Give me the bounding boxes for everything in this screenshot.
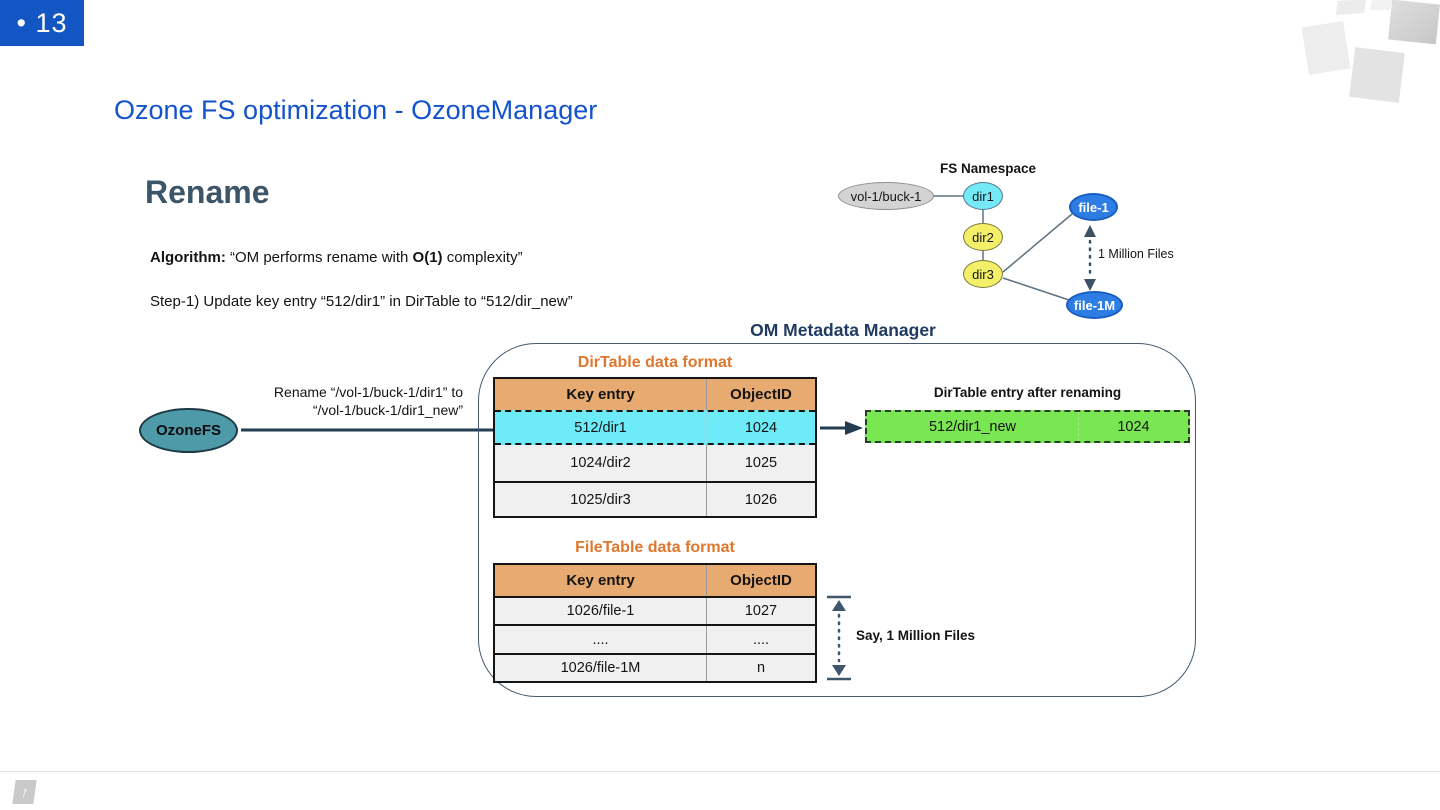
say-million-files-label: Say, 1 Million Files (856, 628, 976, 643)
node-bucket: vol-1/buck-1 (838, 182, 934, 210)
section-heading: Rename (145, 174, 270, 210)
filetable-row: .... .... (495, 624, 815, 653)
filetable-row: 1026/file-1M n (495, 653, 815, 681)
dirtable-cell: 512/dir1 (495, 412, 707, 443)
algorithm-line: Algorithm: “OM performs rename with O(1)… (150, 249, 523, 266)
algorithm-label: Algorithm: (150, 249, 226, 266)
filetable: Key entry ObjectID 1026/file-1 1027 ....… (493, 563, 817, 683)
fs-namespace-title: FS Namespace (939, 161, 1037, 176)
slide-title: Ozone FS optimization - OzoneManager (114, 95, 598, 125)
brand-logo-shape (1301, 21, 1351, 75)
dirtable-row-highlighted: 512/dir1 1024 (495, 410, 815, 445)
dirtable-header-row: Key entry ObjectID (495, 379, 815, 410)
up-arrow-icon: ↑ (18, 782, 31, 802)
dirtable-cell: 1025/dir3 (495, 483, 707, 516)
dirtable-header-key: Key entry (495, 379, 707, 410)
filetable-cell: n (756, 660, 766, 676)
algorithm-text-pre: “OM performs rename with (225, 249, 413, 266)
node-dir1: dir1 (963, 182, 1003, 210)
ozonefs-node: OzoneFS (139, 408, 238, 453)
rename-arrow-label: Rename “/vol-1/buck-1/dir1” to “/vol-1/b… (223, 383, 463, 419)
filetable-cell: 1026/file-1M (495, 655, 707, 681)
brand-logo-shape (1335, 0, 1367, 15)
fs-namespace-links (934, 195, 1073, 301)
algorithm-complexity: O(1) (412, 249, 443, 266)
dirtable-cell: 1026 (744, 491, 778, 508)
rename-arrow-label-line1: Rename “/vol-1/buck-1/dir1” to (273, 384, 463, 400)
om-metadata-manager-container (478, 343, 1196, 697)
footer-logo: ↑ (12, 780, 37, 804)
filetable-cell: 1027 (744, 603, 778, 619)
brand-logo-shape (1370, 0, 1392, 10)
brand-logo-shape (1388, 0, 1440, 45)
million-files-label: 1 Million Files (1098, 247, 1174, 261)
dirtable-cell: 1024/dir2 (495, 445, 707, 481)
filetable-cell: .... (495, 626, 707, 653)
footer-divider (0, 771, 1440, 772)
node-dir2: dir2 (963, 223, 1003, 251)
slide-number-badge: • 13 (0, 0, 84, 46)
filetable-title: FileTable data format (575, 539, 735, 556)
dirtable-header-objectid: ObjectID (730, 386, 792, 403)
dirtable-title: DirTable data format (577, 354, 733, 371)
renamed-entry-row: 512/dir1_new 1024 (865, 410, 1190, 443)
filetable-cell: 1026/file-1 (495, 598, 707, 624)
renamed-entry-key: 512/dir1_new (867, 412, 1079, 441)
million-files-dotted-arrow (1084, 225, 1096, 291)
dirtable-cell: 1024 (744, 419, 778, 436)
filetable-cell: .... (752, 631, 770, 648)
algorithm-text-post: complexity” (442, 249, 523, 266)
filetable-row: 1026/file-1 1027 (495, 596, 815, 624)
renamed-entry-title: DirTable entry after renaming (933, 385, 1122, 400)
node-dir3: dir3 (963, 260, 1003, 288)
renamed-entry-value: 1024 (1117, 418, 1150, 435)
brand-logo-shape (1349, 47, 1405, 103)
rename-arrow-label-line2: “/vol-1/buck-1/dir1_new” (312, 402, 463, 418)
node-file-1: file-1 (1069, 193, 1118, 221)
dirtable-cell: 1025 (744, 455, 778, 471)
filetable-header-key: Key entry (495, 565, 707, 596)
step1-line: Step-1) Update key entry “512/dir1” in D… (150, 293, 573, 310)
dirtable-row: 1025/dir3 1026 (495, 481, 815, 516)
filetable-header-row: Key entry ObjectID (495, 565, 815, 596)
dirtable-row: 1024/dir2 1025 (495, 445, 815, 481)
node-file-1m: file-1M (1066, 291, 1123, 319)
dirtable: Key entry ObjectID 512/dir1 1024 1024/di… (493, 377, 817, 518)
filetable-header-objectid: ObjectID (730, 572, 792, 589)
om-metadata-manager-title: OM Metadata Manager (750, 320, 936, 340)
